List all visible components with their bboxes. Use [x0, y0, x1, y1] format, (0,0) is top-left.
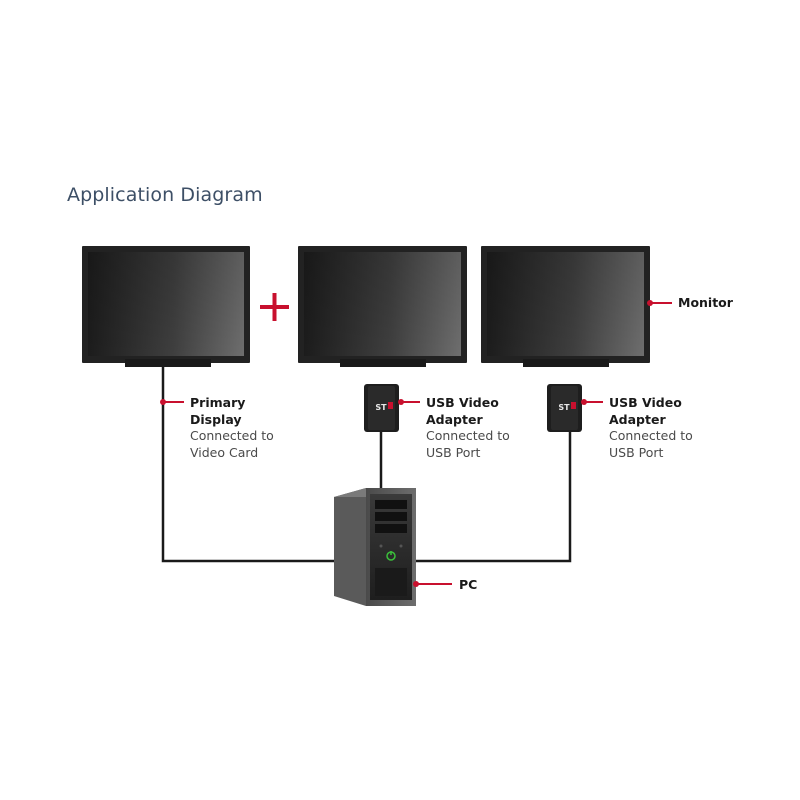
primary-display-title-line2: Display	[190, 411, 242, 427]
pc-label: PC	[459, 577, 477, 594]
primary-display-sub-line1: Connected to	[190, 428, 274, 443]
monitor-callout	[647, 300, 672, 306]
cables	[161, 365, 572, 563]
second-monitor	[298, 246, 467, 367]
usb-adapter-1-sub-line2: USB Port	[426, 444, 481, 460]
usb-video-adapter-2: ST	[547, 384, 582, 432]
usb-adapter-2-callout	[581, 399, 603, 405]
third-monitor	[481, 246, 650, 367]
svg-text:ST: ST	[558, 403, 570, 412]
usb-adapter-2-title-line1: USB Video	[609, 395, 682, 410]
primary-display-sub-line2: Video Card	[190, 444, 259, 460]
primary-display-callout	[160, 399, 184, 405]
primary-display-title-line1: Primary	[190, 395, 246, 410]
monitor-label: Monitor	[678, 295, 733, 312]
primary-monitor	[82, 246, 250, 367]
plus-icon	[260, 293, 289, 321]
usb-adapter-1-sub-line1: Connected to	[426, 428, 510, 443]
pc-label-text: PC	[459, 577, 478, 592]
usb-adapter-2-title-line2: Adapter	[609, 411, 666, 427]
monitor-label-text: Monitor	[678, 295, 733, 310]
diagram-title: Application Diagram	[67, 184, 263, 206]
usb-adapter-2-label: USB Video Adapter Connected to USB Port	[609, 395, 693, 461]
usb-adapter-1-title-line2: Adapter	[426, 411, 483, 427]
primary-display-label: Primary Display Connected to Video Card	[190, 395, 274, 461]
pc-callout	[413, 581, 452, 587]
usb-adapter-2-sub-line1: Connected to	[609, 428, 693, 443]
usb-adapter-1-title-line1: USB Video	[426, 395, 499, 410]
svg-text:ST: ST	[375, 403, 387, 412]
usb-adapter-2-sub-line2: USB Port	[609, 444, 664, 460]
usb-adapter-1-callout	[398, 399, 420, 405]
usb-video-adapter-1: ST	[364, 384, 399, 432]
usb-adapter-1-label: USB Video Adapter Connected to USB Port	[426, 395, 510, 461]
pc-tower	[334, 488, 416, 606]
